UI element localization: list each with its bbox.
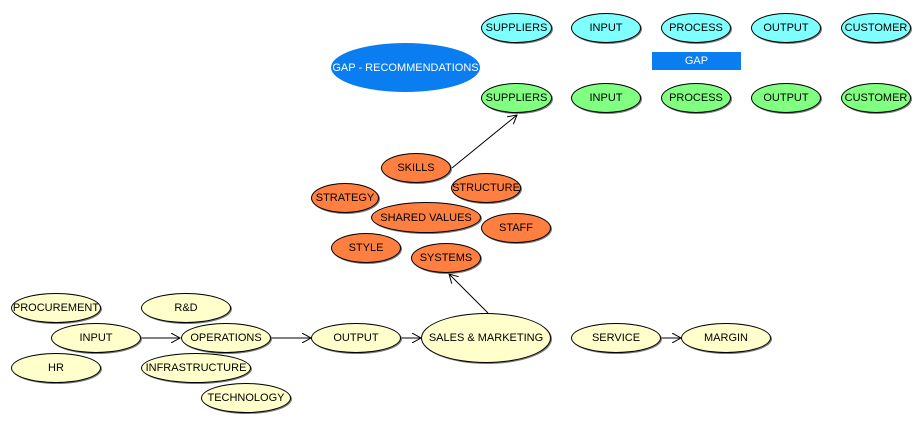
infrastructure-label: INFRASTRUCTURE: [145, 362, 247, 374]
input-node: INPUT: [51, 323, 141, 353]
top-process-node: PROCESS: [661, 13, 731, 43]
structure-label: STRUCTURE: [452, 182, 520, 194]
top-customer-label: CUSTOMER: [844, 22, 908, 34]
margin-label: MARGIN: [704, 332, 748, 344]
technology-label: TECHNOLOGY: [207, 392, 285, 404]
bottom-process-node: PROCESS: [661, 83, 731, 113]
procurement-node: PROCUREMENT: [11, 293, 101, 323]
bottom-suppliers-node: SUPPLIERS: [481, 83, 552, 113]
top-suppliers-node: SUPPLIERS: [481, 13, 552, 43]
hr-node: HR: [11, 353, 101, 383]
gap-label: GAP: [684, 55, 709, 67]
operations-label: OPERATIONS: [190, 332, 262, 344]
bottom-output-label: OUTPUT: [763, 92, 809, 104]
operations-node: OPERATIONS: [181, 323, 271, 353]
strategy-node: STRATEGY: [311, 183, 379, 213]
systems-node: SYSTEMS: [411, 243, 481, 273]
sales-marketing-node: SALES & MARKETING: [421, 313, 551, 363]
top-process-label: PROCESS: [669, 22, 723, 34]
rnd-label: R&D: [174, 302, 198, 314]
bottom-process-label: PROCESS: [669, 92, 723, 104]
bottom-customer-node: CUSTOMER: [841, 83, 911, 113]
strategy-label: STRATEGY: [315, 192, 375, 204]
service-label: SERVICE: [591, 332, 641, 344]
top-output-node: OUTPUT: [751, 13, 821, 43]
procurement-label: PROCUREMENT: [12, 302, 100, 314]
shared-values-label: SHARED VALUES: [380, 211, 472, 224]
bottom-suppliers-label: SUPPLIERS: [485, 92, 548, 104]
top-input-node: INPUT: [571, 13, 641, 43]
style-label: STYLE: [348, 242, 384, 254]
arrow-skills-to-suppliers: [451, 115, 517, 169]
structure-node: STRUCTURE: [451, 173, 521, 203]
top-output-label: OUTPUT: [763, 22, 809, 34]
technology-node: TECHNOLOGY: [201, 383, 291, 413]
hr-label: HR: [48, 362, 64, 374]
output-label: OUTPUT: [333, 332, 379, 344]
skills-label: SKILLS: [397, 162, 435, 174]
shared-values-node: SHARED VALUES: [371, 202, 481, 233]
bottom-input-node: INPUT: [571, 83, 641, 113]
style-node: STYLE: [331, 233, 401, 263]
sales-marketing-label: SALES & MARKETING: [428, 332, 544, 344]
gap-recommendations-label: GAP - RECOMMENDATIONS: [332, 61, 479, 74]
systems-label: SYSTEMS: [419, 252, 473, 264]
staff-node: STAFF: [481, 213, 551, 243]
bottom-input-label: INPUT: [589, 92, 623, 104]
bottom-output-node: OUTPUT: [751, 83, 821, 113]
margin-node: MARGIN: [681, 323, 771, 353]
bottom-customer-label: CUSTOMER: [844, 92, 908, 104]
input-label: INPUT: [79, 332, 113, 344]
staff-label: STAFF: [498, 222, 533, 234]
gap-bar: GAP: [652, 52, 741, 70]
gap-recommendations-node: GAP - RECOMMENDATIONS: [331, 43, 480, 92]
top-input-label: INPUT: [589, 22, 623, 34]
rnd-node: R&D: [141, 293, 231, 323]
top-customer-node: CUSTOMER: [841, 13, 911, 43]
skills-node: SKILLS: [381, 153, 451, 183]
infrastructure-node: INFRASTRUCTURE: [141, 353, 251, 383]
service-node: SERVICE: [571, 323, 661, 353]
arrow-sales-to-systems: [449, 274, 489, 314]
top-suppliers-label: SUPPLIERS: [485, 22, 548, 34]
output-node: OUTPUT: [311, 323, 401, 353]
